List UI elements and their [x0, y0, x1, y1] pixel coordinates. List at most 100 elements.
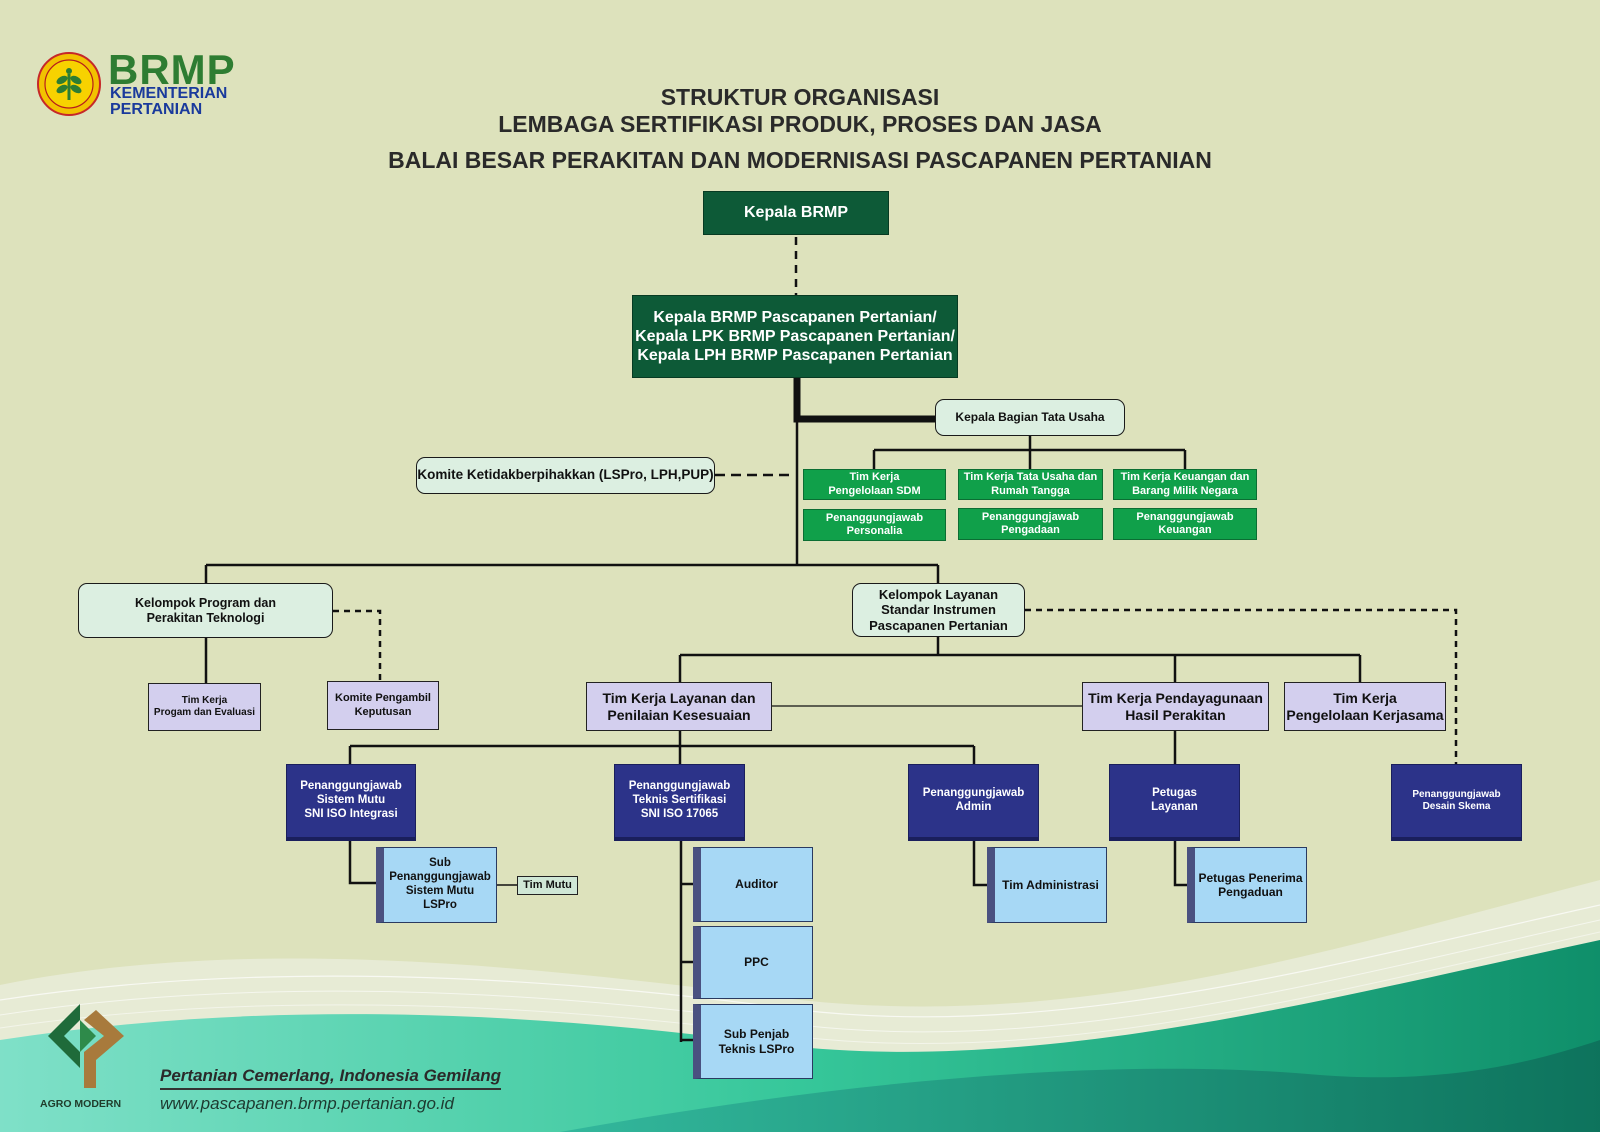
- node-tk-tu-rt-line-2: Rumah Tangga: [991, 484, 1070, 497]
- node-auditor: Auditor: [693, 847, 813, 922]
- node-komite-keputusan-line-1: Komite Pengambil: [335, 692, 431, 705]
- node-auditor-line-1: Auditor: [735, 877, 778, 892]
- node-sub-pj-mutu-line-1: Sub: [429, 857, 451, 870]
- node-sub-pj-mutu-line-3: Sistem Mutu: [405, 885, 475, 897]
- node-tk-keuangan-line-1: Tim Kerja Keuangan dan: [1120, 471, 1250, 484]
- node-petugas-layanan-line-1: Petugas: [1152, 787, 1197, 800]
- node-tim-mutu-line-1: Tim Mutu: [523, 878, 572, 891]
- title-line-1: STRUKTUR ORGANISASI: [660, 84, 940, 110]
- node-komite-ketidakberpihakan-line-1: Komite Ketidakberpihakkan (LSPro, LPH,PU…: [417, 467, 714, 483]
- node-kel-layanan-line-1: Kelompok Layanan: [878, 586, 999, 602]
- node-sub-pj-mutu-line-4: LSPro: [423, 898, 457, 911]
- node-tk-pendayagunaan-line-2: Hasil Perakitan: [1125, 706, 1226, 723]
- node-tim-administrasi-line-1: Tim Administrasi: [1002, 877, 1099, 892]
- node-pj-teknis-line-1: Penanggungjawab: [628, 780, 731, 793]
- node-kel-program-line-1: Kelompok Program dan: [135, 595, 276, 610]
- node-kepala-brmp-line-1: Kepala BRMP: [743, 204, 849, 222]
- node-tim-administrasi: Tim Administrasi: [987, 847, 1107, 923]
- node-pj-pengadaan-line-1: Penanggungjawab: [981, 510, 1080, 523]
- node-pj-personalia-line-2: Personalia: [846, 525, 903, 537]
- agro-modern-label: AGRO MODERN: [40, 1098, 122, 1110]
- node-kepala-brmp: Kepala BRMP: [703, 191, 889, 235]
- node-kel-program-line-2: Perakitan Teknologi: [146, 610, 265, 625]
- node-pj-teknis-line-2: Teknis Sertifikasi: [632, 794, 727, 807]
- node-tim-mutu: Tim Mutu: [517, 876, 578, 895]
- node-pj-sistem-mutu-line-1: Penanggungjawab: [300, 780, 402, 793]
- node-pj-sistem-mutu-line-3: SNI ISO Integrasi: [304, 807, 398, 820]
- ministry-line-2: PERTANIAN: [110, 101, 203, 118]
- node-sub-penjab-line-2: Teknis LSPro: [718, 1041, 795, 1056]
- node-pj-teknis-line-3: SNI ISO 17065: [640, 807, 719, 820]
- node-tk-sdm-line-2: Pengelolaan SDM: [828, 484, 921, 497]
- node-komite-ketidakberpihakan: Komite Ketidakberpihakkan (LSPro, LPH,PU…: [416, 457, 715, 494]
- node-sub-penjab-line-1: Sub Penjab: [723, 1027, 790, 1042]
- node-komite-keputusan-line-2: Keputusan: [354, 705, 412, 718]
- node-kabag-tu: Kepala Bagian Tata Usaha: [935, 399, 1125, 436]
- node-tk-program-evaluasi-line-1: Tim Kerja: [181, 695, 228, 706]
- node-tk-layanan-penilaian-line-1: Tim Kerja Layanan dan: [602, 689, 756, 706]
- node-tk-layanan-penilaian-line-2: Penilaian Kesesuaian: [607, 706, 751, 723]
- node-ppc-line-1: PPC: [744, 955, 769, 970]
- footer-slogan: Pertanian Cemerlang, Indonesia Gemilang: [160, 1066, 502, 1090]
- node-pj-desain-skema-line-1: Penanggungjawab: [1412, 789, 1501, 800]
- node-pj-keuangan-line-2: Keuangan: [1158, 524, 1212, 536]
- node-pj-keuangan-line-1: Penanggungjawab: [1136, 510, 1234, 523]
- node-ppc: PPC: [693, 926, 813, 999]
- node-petugas-layanan-line-2: Layanan: [1151, 801, 1198, 813]
- ministry-line-1: KEMENTERIAN: [110, 85, 228, 102]
- node-kepala-pascapanen-line-1: Kepala BRMP Pascapanen Pertanian/: [653, 308, 937, 326]
- node-pj-admin-line-1: Penanggungjawab: [922, 787, 1025, 800]
- node-tk-pendayagunaan-line-1: Tim Kerja Pendayagunaan: [1088, 689, 1263, 706]
- node-kel-layanan-line-2: Standar Instrumen: [881, 602, 996, 618]
- node-pj-sistem-mutu-line-2: Sistem Mutu: [316, 794, 386, 807]
- node-tk-program-evaluasi-line-2: Progam dan Evaluasi: [153, 707, 256, 718]
- node-petugas-pengaduan-line-2: Pengaduan: [1218, 885, 1283, 899]
- node-tk-tu-rt-line-1: Tim Kerja Tata Usaha dan: [963, 471, 1098, 484]
- node-tk-keuangan-line-2: Barang Milik Negara: [1132, 484, 1238, 497]
- node-kabag-tu-line-1: Kepala Bagian Tata Usaha: [955, 410, 1105, 425]
- node-pj-desain-skema-line-2: Desain Skema: [1422, 801, 1491, 812]
- node-kepala-pascapanen: Kepala BRMP Pascapanen Pertanian/Kepala …: [632, 295, 958, 378]
- node-tk-sdm-line-1: Tim Kerja: [849, 471, 900, 484]
- node-tk-kerjasama-line-2: Pengelolaan Kerjasama: [1286, 706, 1444, 723]
- node-kel-layanan-line-3: Pascapanen Pertanian: [869, 617, 1008, 633]
- node-sub-pj-mutu-line-2: Penanggungjawab: [389, 871, 491, 884]
- footer-url: www.pascapanen.brmp.pertanian.go.id: [160, 1094, 454, 1113]
- node-kepala-pascapanen-line-3: Kepala LPH BRMP Pascapanen Pertanian: [637, 347, 953, 365]
- node-petugas-pengaduan-line-1: Petugas Penerima: [1198, 870, 1303, 885]
- node-pj-pengadaan-line-2: Pengadaan: [1001, 524, 1060, 536]
- brand-name: BRMP: [108, 46, 236, 93]
- node-pj-personalia-line-1: Penanggungjawab: [825, 511, 924, 524]
- ministry-logo-emblem: [37, 52, 101, 116]
- title-line-2: LEMBAGA SERTIFIKASI PRODUK, PROSES DAN J…: [498, 111, 1102, 137]
- agro-modern-logo-icon: [40, 1000, 130, 1092]
- node-pj-admin-line-2: Admin: [955, 801, 992, 813]
- node-tk-kerjasama-line-1: Tim Kerja: [1333, 689, 1397, 706]
- node-kepala-pascapanen-line-2: Kepala LPK BRMP Pascapanen Pertanian/: [635, 327, 955, 345]
- wave-dark: [560, 1040, 1600, 1132]
- title-line-3: BALAI BESAR PERAKITAN DAN MODERNISASI PA…: [388, 147, 1212, 173]
